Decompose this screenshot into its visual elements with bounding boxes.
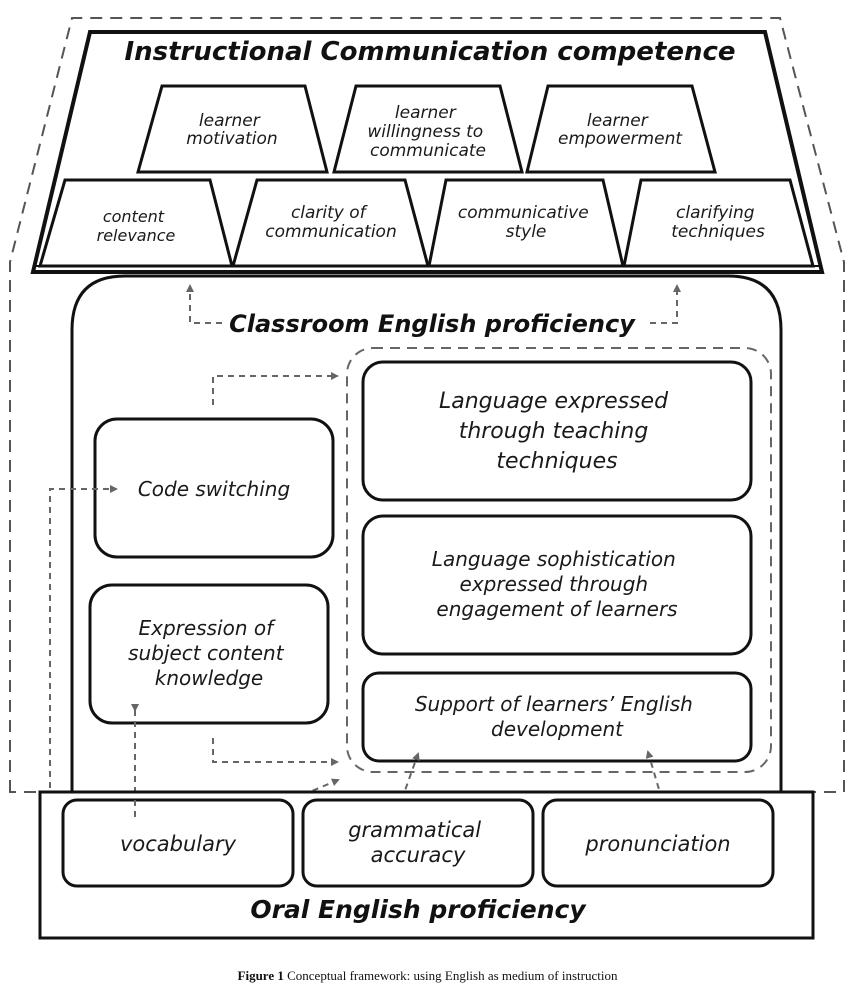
clarity-line-2: communication — [265, 222, 396, 242]
language-sophistication-box — [361, 514, 753, 656]
learner-empowerment-line-2: empowerment — [558, 129, 683, 149]
learner-motivation-line-1: learner — [199, 111, 261, 131]
teaching-line-2: through teaching — [459, 419, 649, 444]
language-sophistication-label: Language sophistication expressed throug… — [432, 547, 682, 621]
arrow-to-roof-left — [186, 284, 222, 324]
pronunciation-line-1: pronunciation — [584, 832, 730, 856]
vocabulary-line-1: vocabulary — [120, 832, 237, 856]
communicative-style-line-2: style — [506, 222, 547, 242]
support-line-2: development — [491, 717, 624, 741]
teaching-line-3: techniques — [496, 449, 617, 474]
expression-line-2: subject content — [128, 641, 285, 665]
row1-boxes: learner motivation learner willingness t… — [136, 84, 717, 174]
middle-container — [70, 274, 783, 792]
sophistication-line-2: expressed through — [460, 572, 649, 596]
content-relevance-line-1: content — [103, 207, 165, 226]
code-switching-line-1: Code switching — [138, 477, 290, 501]
expression-subject-knowledge-box — [88, 583, 330, 725]
middle-title: Classroom English proficiency — [229, 310, 636, 338]
pronunciation-label: pronunciation — [584, 832, 730, 856]
clarifying-techniques-label: clarifying techniques — [671, 203, 765, 242]
figure-caption-text: Conceptual framework: using English as m… — [283, 968, 618, 983]
support-english-development-box — [361, 671, 753, 763]
figure-caption: Figure 1 Conceptual framework: using Eng… — [0, 968, 855, 984]
learner-willingness-line-2: willingness to — [367, 122, 483, 142]
learner-willingness-line-1: learner — [395, 103, 457, 123]
learner-empowerment-shape — [525, 84, 717, 174]
learner-willingness-line-3: communicate — [370, 141, 486, 161]
learner-motivation-shape — [136, 84, 329, 174]
grammatical-line-1: grammatical — [348, 818, 481, 842]
roof-title: Instructional Communication competence — [124, 37, 735, 67]
row2-boxes: content relevance clarity of communicati… — [38, 178, 815, 268]
communicative-style-shape — [427, 178, 625, 268]
pronunciation-box — [541, 798, 775, 888]
arrow-code-switching-to-group — [212, 372, 339, 405]
learner-willingness-shape — [332, 84, 524, 174]
sophistication-line-1: Language sophistication — [432, 547, 676, 571]
language-teaching-techniques-label: Language expressed through teaching tech… — [439, 389, 675, 474]
vocabulary-box — [61, 798, 295, 888]
learner-empowerment-line-1: learner — [587, 111, 649, 131]
vocabulary-label: vocabulary — [120, 832, 237, 856]
support-english-development-label: Support of learners’ English development — [415, 692, 699, 741]
clarifying-techniques-line-1: clarifying — [676, 203, 755, 223]
expression-line-3: knowledge — [155, 666, 263, 690]
grammatical-accuracy-label: grammatical accuracy — [348, 818, 488, 867]
support-line-1: Support of learners’ English — [415, 692, 693, 716]
learner-willingness-label: learner willingness to communicate — [367, 103, 488, 161]
language-teaching-techniques-box — [361, 360, 753, 502]
content-relevance-line-2: relevance — [97, 226, 176, 245]
content-relevance-label: content relevance — [97, 207, 176, 245]
clarity-line-1: clarity of — [291, 203, 369, 223]
grammatical-line-2: accuracy — [371, 843, 466, 867]
content-relevance-shape — [38, 178, 234, 268]
code-switching-label: Code switching — [138, 477, 290, 501]
base-title: Oral English proficiency — [250, 895, 587, 924]
arrow-grammar-to-support — [397, 752, 420, 811]
learner-empowerment-label: learner empowerment — [558, 111, 683, 149]
clarity-of-communication-shape — [231, 178, 430, 268]
arrow-expression-to-group — [212, 738, 339, 766]
figure-caption-label: Figure 1 — [237, 968, 284, 983]
sophistication-line-3: engagement of learners — [436, 597, 677, 621]
communicative-style-label: communicative style — [458, 203, 594, 242]
expression-subject-knowledge-label: Expression of subject content knowledge — [128, 616, 290, 690]
communicative-style-line-1: communicative — [458, 203, 589, 223]
clarifying-techniques-shape — [622, 178, 815, 268]
teaching-line-1: Language expressed — [439, 389, 669, 414]
arrow-to-roof-right — [650, 284, 681, 324]
clarifying-techniques-line-2: techniques — [671, 222, 765, 242]
outer-dashed-outline — [9, 17, 845, 793]
clarity-of-communication-label: clarity of communication — [265, 203, 396, 242]
expression-line-1: Expression of — [139, 616, 277, 640]
grammatical-accuracy-box — [301, 798, 535, 888]
learner-motivation-label: learner motivation — [186, 111, 277, 149]
right-dashed-group — [346, 347, 772, 773]
learner-motivation-line-2: motivation — [186, 129, 277, 149]
